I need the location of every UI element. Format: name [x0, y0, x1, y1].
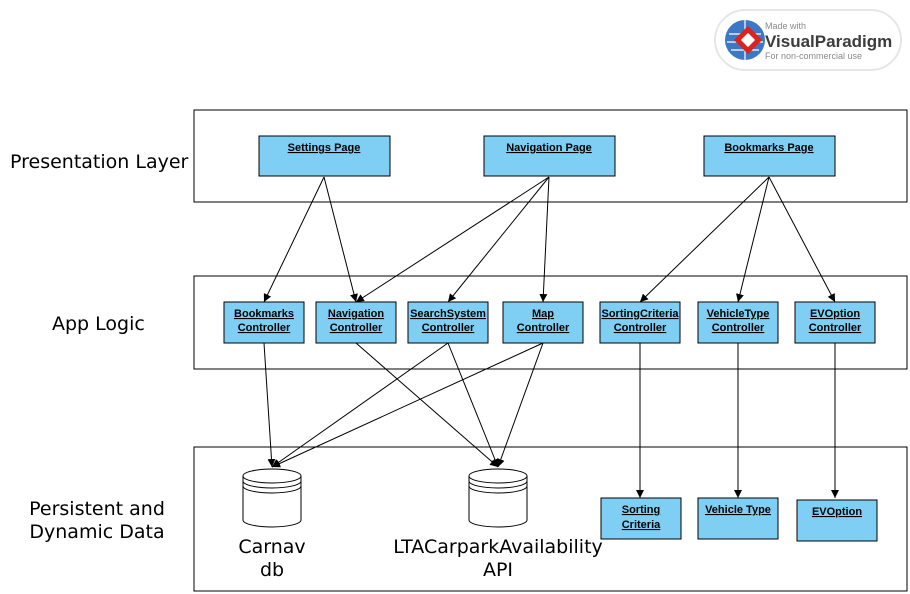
visual-paradigm-logo-icon — [725, 20, 765, 60]
dependency-arrows — [263, 176, 839, 498]
evoption-controller-box: EVOption Controller — [794, 301, 876, 344]
data-layer-label-line1: Persistent and — [29, 498, 165, 520]
svg-text:SortingCriteria: SortingCriteria — [601, 308, 679, 320]
arrow-map-controller-to-lta — [496, 342, 544, 468]
brand-text: VisualParadigm — [765, 32, 892, 51]
svg-text:Navigation Page: Navigation Page — [506, 142, 592, 154]
svg-text:Sorting: Sorting — [622, 504, 661, 516]
presentation-layer-label: Presentation Layer — [10, 151, 189, 173]
navigation-controller-box: Navigation Controller — [315, 301, 397, 344]
arrow-searchsystem-controller-to-lta — [447, 342, 499, 468]
carnav-db-cylinder-icon — [242, 468, 302, 528]
arrow-navpage-to-map-controller — [539, 176, 550, 303]
arrow-bookmarks-controller-to-carnav — [263, 342, 276, 468]
svg-text:Settings Page: Settings Page — [288, 142, 361, 154]
svg-text:Controller: Controller — [712, 322, 765, 334]
arrow-searchsystem-controller-to-carnav — [271, 342, 449, 468]
lta-api-cylinder-icon — [468, 468, 528, 528]
svg-text:Vehicle Type: Vehicle Type — [705, 504, 771, 516]
arrow-navpage-to-navigation-controller — [355, 176, 550, 303]
arrow-bookmarkspage-to-evoption-controller — [768, 176, 836, 303]
svg-text:Controller: Controller — [422, 322, 475, 334]
svg-text:Controller: Controller — [809, 322, 862, 334]
svg-text:Controller: Controller — [614, 322, 667, 334]
svg-text:Bookmarks Page: Bookmarks Page — [724, 142, 813, 154]
svg-text:SearchSystem: SearchSystem — [410, 308, 486, 320]
map-controller-box: Map Controller — [502, 301, 584, 344]
vehicle-type-box: Vehicle Type — [697, 497, 779, 540]
arrow-bookmarkspage-to-sortingcriteria-controller — [639, 176, 770, 303]
made-with-text: Made with — [765, 21, 806, 31]
arrow-navigation-controller-to-lta — [355, 342, 499, 468]
carnav-db-label-line1: Carnav — [238, 536, 305, 558]
sorting-criteria-box: Sorting Criteria — [600, 497, 682, 540]
svg-text:Bookmarks: Bookmarks — [234, 308, 294, 320]
svg-text:Controller: Controller — [238, 322, 291, 334]
svg-text:Controller: Controller — [330, 322, 383, 334]
search-system-controller-box: SearchSystem Controller — [407, 301, 489, 344]
arrow-bookmarkspage-to-vehicletype-controller — [736, 176, 770, 303]
non-commercial-note: For non-commercial use — [765, 51, 862, 61]
lta-api-label-line1: LTACarparkAvailability — [393, 536, 603, 558]
svg-text:Criteria: Criteria — [622, 519, 661, 531]
settings-page-box: Settings Page — [258, 135, 391, 177]
navigation-page-box: Navigation Page — [483, 135, 616, 177]
carnav-db-label-line2: db — [260, 559, 284, 581]
data-layer-label-line2: Dynamic Data — [29, 521, 164, 543]
arrow-settings-to-bookmarks-controller — [263, 176, 325, 303]
vehicle-type-controller-box: VehicleType Controller — [697, 301, 779, 344]
svg-text:Controller: Controller — [517, 322, 570, 334]
arrow-settings-to-navigation-controller — [323, 176, 358, 303]
bookmarks-controller-box: Bookmarks Controller — [223, 301, 305, 344]
arrow-map-controller-to-carnav — [271, 342, 544, 468]
lta-api-label-line2: API — [483, 559, 513, 581]
bookmarks-page-box: Bookmarks Page — [703, 135, 836, 177]
svg-text:Map: Map — [532, 308, 554, 320]
sorting-criteria-controller-box: SortingCriteria Controller — [599, 301, 681, 344]
app-logic-layer-label: App Logic — [52, 313, 145, 335]
visual-paradigm-watermark: Made with VisualParadigm For non-commerc… — [714, 9, 902, 71]
svg-text:EVOption: EVOption — [812, 506, 862, 518]
arrow-navpage-to-searchsystem-controller — [447, 176, 550, 303]
svg-text:VehicleType: VehicleType — [707, 308, 770, 320]
svg-text:EVOption: EVOption — [810, 308, 860, 320]
data-layer-container — [193, 446, 908, 592]
evoption-box: EVOption — [796, 499, 878, 542]
svg-text:Navigation: Navigation — [328, 308, 385, 320]
